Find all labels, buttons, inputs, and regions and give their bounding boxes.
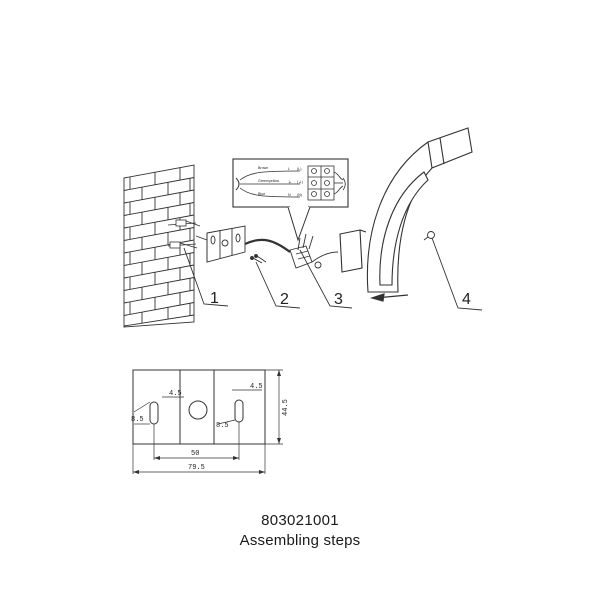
- step-number-1: 1: [210, 290, 219, 307]
- mounting-bracket: [195, 225, 246, 263]
- brick-course-line: [123, 227, 195, 241]
- step-number-3: 3: [334, 291, 343, 308]
- wire-label-blue: Blue: [258, 192, 265, 196]
- wiring-callout: Brown Green/yellow Blue L ⏚ N (L) (⏚) (N…: [232, 158, 349, 242]
- bracket-drawing: [132, 369, 266, 445]
- fixing-screws: [250, 254, 267, 264]
- model-number: 803021001: [261, 512, 339, 529]
- brick-course-line: [123, 239, 195, 254]
- mains-cable: [244, 238, 291, 253]
- brick-course-line: [123, 289, 195, 304]
- brick-course-line: [123, 264, 195, 279]
- page-title: Assembling steps: [239, 532, 361, 549]
- dim-gap-right: 4.5: [250, 383, 263, 391]
- brick-course-line: [123, 214, 195, 229]
- brick-course-line: [123, 189, 195, 204]
- dim-gap-left: 4.5: [169, 390, 182, 398]
- marker-earth: (⏚): [297, 179, 303, 184]
- step-number-4: 4: [462, 291, 471, 308]
- brick-wall: [123, 164, 195, 328]
- dim-hole-spacing: 50: [191, 450, 199, 458]
- marker-l: (L): [297, 167, 301, 171]
- step-number-2: 2: [280, 291, 289, 308]
- terminal-label-earth: ⏚: [288, 179, 292, 184]
- dimension-lines: [132, 369, 283, 474]
- wire-label-brown: Brown: [258, 166, 268, 170]
- brick-course-line: [123, 314, 195, 327]
- terminal-label-n: N: [288, 193, 291, 197]
- terminal-label-l: L: [288, 167, 290, 171]
- wire-label-green-yellow: Green/yellow: [258, 179, 279, 183]
- brick-course-line: [123, 202, 195, 216]
- terminal-block: [289, 233, 339, 269]
- cover-screw: [423, 231, 435, 241]
- dim-total-width: 79.5: [188, 464, 205, 472]
- brick-course-line: [123, 302, 195, 316]
- dim-slot-left: 8.5: [131, 416, 144, 424]
- wall-screws: [167, 219, 201, 249]
- brick-course-line: [123, 177, 195, 191]
- callout-leaders: [183, 237, 483, 311]
- dim-slot-right: 8.5: [216, 422, 229, 430]
- direction-arrow: [369, 293, 409, 302]
- brick-course-line: [123, 252, 195, 266]
- marker-n: (N): [297, 193, 302, 197]
- lamp-body: [339, 127, 473, 293]
- dim-height: 44.5: [282, 399, 290, 416]
- dimension-arrows: [133, 370, 281, 474]
- brick-course-line: [123, 277, 195, 291]
